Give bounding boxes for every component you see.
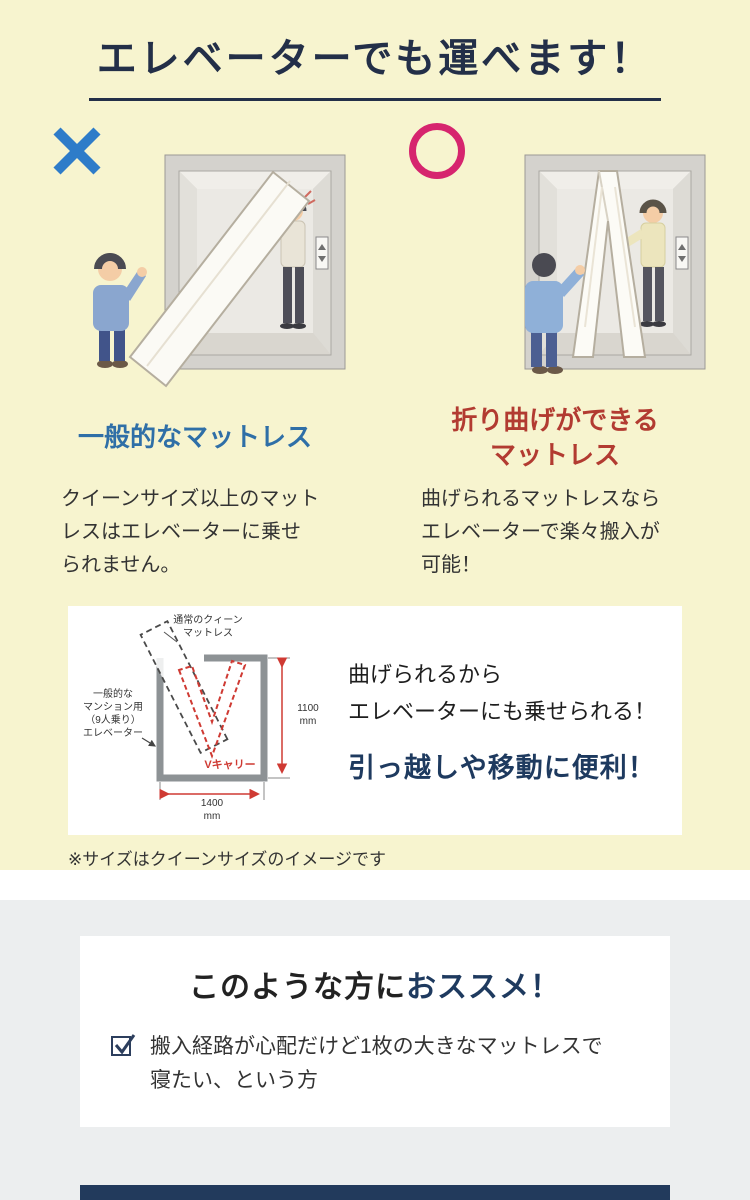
checkbox-icon: [111, 1034, 136, 1056]
comparison-text-columns: 一般的なマットレス クイーンサイズ以上のマット レスはエレベーターに乗せ られま…: [0, 399, 750, 582]
section-divider: [0, 870, 750, 900]
circle-mark-icon: [409, 123, 465, 179]
folded-mattress-elevator-illustration: [524, 154, 706, 374]
ok-body: 曲げられるマットレスなら エレベーターで楽々搬入が 可能！: [421, 488, 661, 576]
height-dimension-label: 1100 mm: [297, 703, 319, 727]
recommend-title-emphasis: おススメ！: [406, 971, 561, 1004]
recommend-item-text: 搬入経路が心配だけど1枚の大きなマットレスで 寝たい、という方: [150, 1035, 603, 1092]
recommend-section: このような方におススメ！ 搬入経路が心配だけど1枚の大きなマットレスで 寝たい、…: [0, 900, 750, 1200]
elevator-plan-art: [139, 619, 290, 800]
ok-column: 折り曲げができる マットレス 曲げられるマットレスなら エレベーターで楽々搬入が…: [395, 399, 715, 582]
diagram-box: 通常のクィーン マットレス 一般的な マンション用 （9人乗り） エレベーター …: [68, 606, 682, 835]
diagram-caption-strong: 引っ越しや移動に便利！: [348, 753, 656, 784]
recommend-card: このような方におススメ！ 搬入経路が心配だけど1枚の大きなマットレスで 寝たい、…: [80, 936, 670, 1128]
title-wrap: エレベーターでも運べます！: [0, 26, 750, 101]
ok-scene: [395, 117, 715, 389]
ng-column: 一般的なマットレス クイーンサイズ以上のマット レスはエレベーターに乗せ られま…: [35, 399, 355, 582]
next-section-strip: [80, 1185, 670, 1200]
elevator-label: 一般的な マンション用 （9人乗り） エレベーター: [83, 689, 143, 739]
ng-scene: [35, 117, 355, 389]
cross-mark-icon: [53, 127, 101, 175]
page-title: エレベーターでも運べます！: [88, 26, 662, 101]
width-dimension-label: 1400 mm: [200, 798, 224, 822]
recommend-title-prefix: このような方に: [189, 971, 406, 1004]
size-note: ※サイズはクイーンサイズのイメージです: [68, 850, 387, 869]
ng-heading: 一般的なマットレス: [77, 422, 312, 453]
hero-section: エレベーターでも運べます！: [0, 0, 750, 870]
ok-heading: 折り曲げができる マットレス: [451, 404, 659, 470]
diagram-caption: 曲げられるから エレベーターにも乗せられる！: [348, 661, 657, 724]
ng-body: クイーンサイズ以上のマット レスはエレベーターに乗せ られません。: [61, 488, 320, 576]
comparison-scenes: [0, 117, 750, 389]
flat-mattress-elevator-illustration: [93, 154, 346, 388]
recommend-item: 搬入経路が心配だけど1枚の大きなマットレスで 寝たい、という方: [110, 1030, 640, 1097]
diagram-caption-block: 曲げられるから エレベーターにも乗せられる！ 引っ越しや移動に便利！: [344, 656, 668, 786]
vcarry-label: Vキャリー: [204, 759, 256, 771]
elevator-plan-diagram: 通常のクィーン マットレス 一般的な マンション用 （9人乗り） エレベーター …: [82, 615, 332, 823]
recommend-title: このような方におススメ！: [110, 962, 640, 1006]
queen-mattress-label: 通常のクィーン マットレス: [173, 615, 243, 639]
